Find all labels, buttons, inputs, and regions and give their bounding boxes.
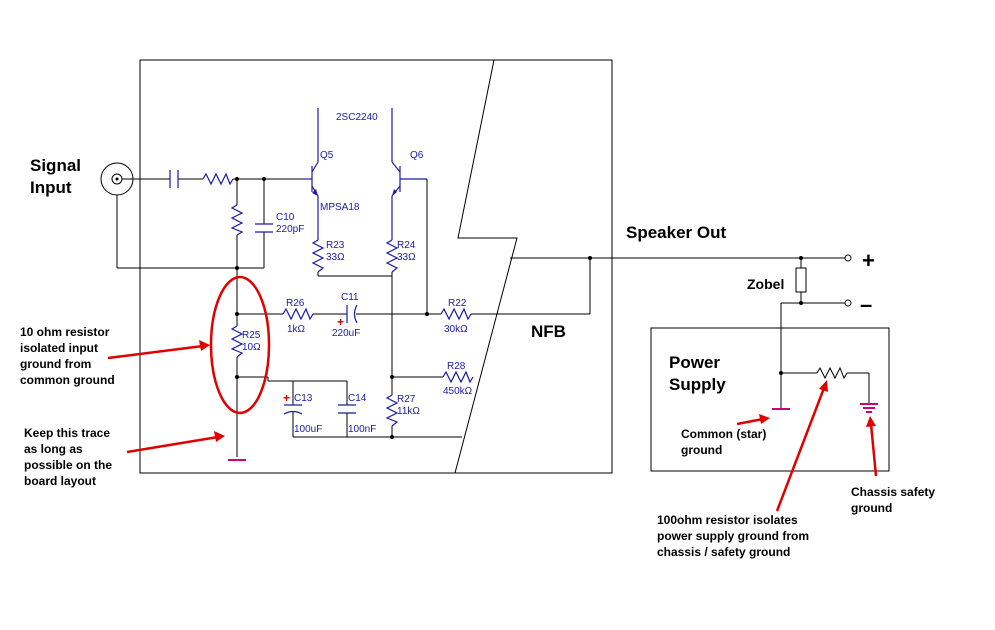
c13-polarity: +: [283, 391, 290, 405]
r22-resistor: [440, 307, 472, 321]
common-ground-arrow: [736, 414, 770, 426]
chassis-ground-label: Chassis safety ground: [851, 485, 938, 515]
q5-label: Q5: [320, 150, 334, 161]
r28-label: R28: [447, 361, 466, 372]
signal-input-label: Signal Input: [30, 156, 86, 197]
amplifier-board-outline: [139, 59, 613, 474]
c11-polarity: +: [337, 315, 344, 329]
input-shunt-resistor: [230, 204, 244, 236]
r25-annotation: 10 ohm resistor isolated input ground fr…: [20, 325, 115, 387]
c10-label: C10: [276, 212, 295, 223]
r23-value: 33Ω: [326, 252, 345, 263]
c14-label: C14: [348, 393, 367, 404]
r24-value: 33Ω: [397, 252, 416, 263]
r27-resistor: [385, 394, 399, 427]
input-resistor: [202, 172, 234, 186]
board-break-line: [454, 59, 518, 474]
common-star-ground-label: Common (star) ground: [681, 427, 770, 457]
power-supply-box: [650, 327, 890, 472]
power-supply-title: Power Supply: [669, 353, 726, 394]
c13-capacitor: [283, 404, 303, 415]
zobel-label: Zobel: [747, 276, 784, 292]
r25-value: 10Ω: [242, 342, 261, 353]
r27-label: R27: [397, 394, 416, 405]
trace-annotation: Keep this trace as long as possible on t…: [24, 426, 115, 488]
q6-transistor: [391, 108, 427, 240]
c11-value: 220uF: [332, 328, 360, 339]
c13-value: 100uF: [294, 424, 322, 435]
speaker-plus-label: +: [862, 248, 875, 273]
trace-annotation-arrow: [126, 431, 225, 454]
speaker-out-label: Speaker Out: [626, 223, 726, 242]
input-wiring: [116, 178, 303, 269]
r26-label: R26: [286, 298, 305, 309]
r23-label: R23: [326, 240, 345, 251]
r22-value: 30kΩ: [444, 324, 468, 335]
q6-part-number: 2SC2240: [336, 112, 378, 123]
r24-resistor: [385, 239, 399, 273]
r25-label: R25: [242, 330, 261, 341]
speaker-plus-terminal: [844, 254, 852, 262]
c13-label: C13: [294, 393, 313, 404]
input-capacitor: [169, 170, 179, 188]
r26-value: 1kΩ: [287, 324, 306, 335]
ps-isolation-resistor: [816, 366, 848, 380]
r24-label: R24: [397, 240, 416, 251]
c10-capacitor: [255, 223, 273, 233]
c11-label: C11: [341, 292, 359, 303]
r25-resistor: [230, 325, 244, 358]
r22-label: R22: [448, 298, 467, 309]
ps-resistor-arrow: [775, 380, 828, 512]
q5-part-number: MPSA18: [320, 202, 360, 213]
c11-capacitor: [346, 304, 358, 324]
c10-value: 220pF: [276, 224, 304, 235]
r25-annotation-arrow: [107, 340, 210, 360]
r26-resistor: [282, 307, 314, 321]
nfb-label: NFB: [531, 322, 566, 341]
zobel-network: [795, 267, 807, 293]
q5-transistor: [303, 108, 319, 240]
chassis-ground-arrow: [866, 416, 878, 477]
q6-label: Q6: [410, 150, 424, 161]
chassis-ground-icon: [860, 403, 878, 413]
speaker-minus-terminal: [844, 299, 852, 307]
r27-value: 11kΩ: [397, 406, 420, 417]
ps-resistor-annotation: 100ohm resistor isolates power supply gr…: [657, 513, 812, 559]
r23-resistor: [311, 239, 325, 273]
speaker-minus-label: –: [860, 292, 872, 317]
r28-resistor: [442, 370, 474, 384]
c14-value: 100nF: [348, 424, 376, 435]
r25-highlight-circle: [209, 275, 271, 415]
c14-capacitor: [338, 404, 356, 414]
r28-value: 450kΩ: [443, 386, 473, 397]
